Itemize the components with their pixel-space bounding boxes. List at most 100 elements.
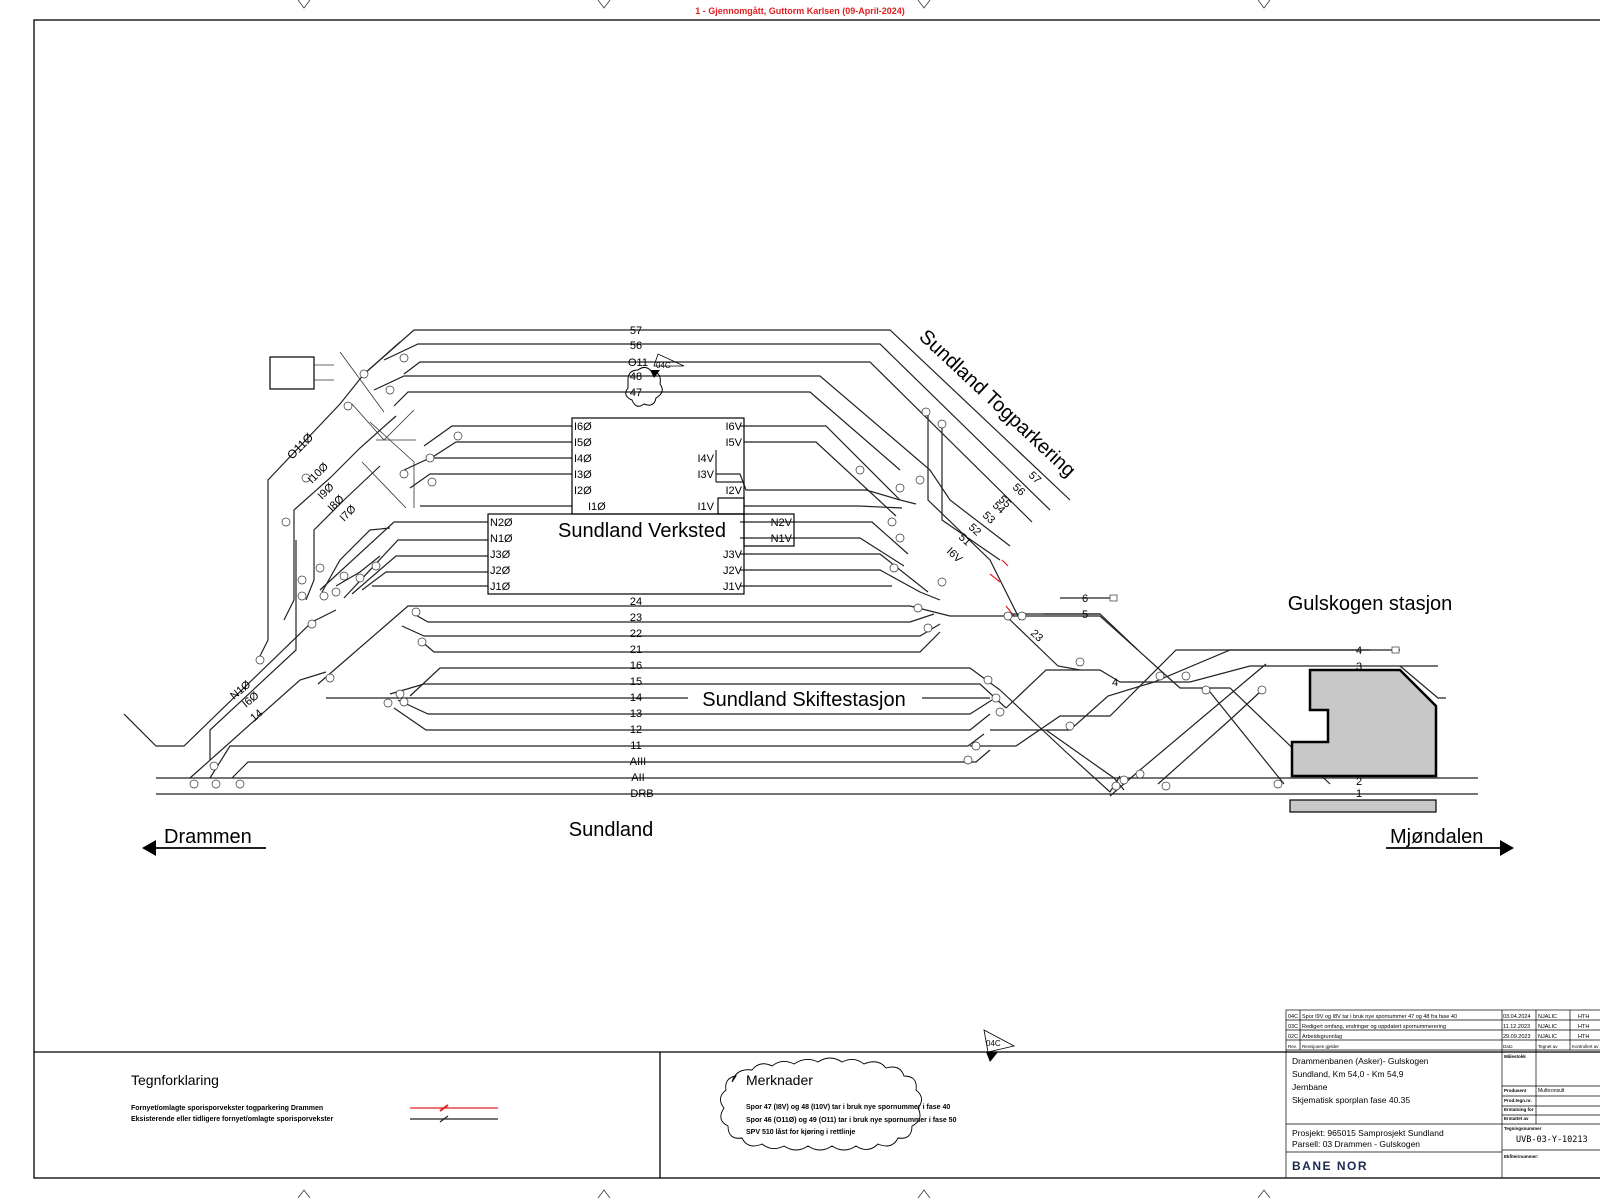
track-label: 47 — [630, 387, 642, 399]
parking-label: I6V — [944, 545, 965, 565]
track-label: 48 — [630, 371, 642, 383]
left-lead-tracks — [209, 341, 416, 760]
title-block: 04C Spor I9V og I8V tar i bruk nye sporn… — [1285, 1009, 1600, 1179]
track-label: 13 — [630, 708, 642, 720]
rev-text: Redigert omfang, endringer og oppdatert … — [1302, 1024, 1446, 1030]
switch-marker — [411, 607, 421, 617]
switch-marker — [189, 779, 199, 789]
switch-marker — [343, 401, 353, 411]
workshop-label: N2V — [771, 517, 793, 529]
workshop-label: N2Ø — [490, 517, 513, 529]
switch-marker — [1257, 685, 1267, 695]
rev-date: 29.09.2023 — [1503, 1034, 1531, 1040]
switch-marker — [983, 675, 993, 685]
switch-marker — [235, 779, 245, 789]
tb-field-label: Erstattet av — [1504, 1116, 1529, 1121]
switch-marker — [923, 623, 933, 633]
gulskogen-track-label: 1 — [1356, 788, 1362, 800]
workshop-label: J3Ø — [490, 549, 511, 561]
rev-code: 03C — [1288, 1024, 1298, 1030]
switch-marker — [297, 591, 307, 601]
workshop-label: I1V — [697, 501, 714, 513]
switch-marker — [889, 563, 899, 573]
description-line: Jernbane — [1292, 1082, 1328, 1092]
workshop-label: J1Ø — [490, 581, 511, 593]
rev-header: Dato — [1503, 1044, 1513, 1049]
switch-marker — [399, 353, 409, 363]
description-line: Drammenbanen (Asker)- Gulskogen — [1292, 1056, 1429, 1066]
branch-label: 14 — [248, 707, 265, 724]
tb-field-label: Produsent — [1504, 1088, 1527, 1093]
switch-marker — [1119, 775, 1129, 785]
switch-marker — [371, 561, 381, 571]
switch-marker — [255, 655, 265, 665]
rev-date: 11.12.2023 — [1503, 1024, 1530, 1030]
rev-header: Tegnet av — [1538, 1044, 1558, 1049]
switch-marker — [209, 761, 219, 771]
track-labels: 57 56 O11 48 47 24 23 22 21 16 15 14 13 … — [228, 325, 1362, 800]
workshop-label: I2V — [725, 485, 742, 497]
workshop-label: I1Ø — [588, 501, 606, 513]
switch-marker — [1181, 671, 1191, 681]
revision-triangle-icon — [650, 370, 660, 378]
workshop-label: J3V — [723, 549, 743, 561]
switch-marker — [1111, 781, 1121, 791]
switch-marker — [1155, 671, 1165, 681]
workshop-label: I2Ø — [574, 485, 592, 497]
switch-marker — [359, 369, 369, 379]
workshop-label: N1V — [771, 533, 793, 545]
switch-markers — [189, 353, 1283, 791]
description-line: Sundland, Km 54,0 - Km 54,9 — [1292, 1069, 1404, 1079]
sheet-frame — [33, 0, 1600, 1198]
switch-marker — [1135, 769, 1145, 779]
revision-tag: 04C — [986, 1039, 1001, 1048]
switch-marker — [1003, 611, 1013, 621]
switch-marker — [325, 673, 335, 683]
revision-triangle-icon — [986, 1052, 998, 1062]
switch-marker — [913, 603, 923, 613]
switch-marker — [1161, 781, 1171, 791]
tb-produsent: Multiconsult — [1538, 1088, 1565, 1094]
tb-field-label: Ekfiteirnummer: — [1504, 1154, 1539, 1159]
switch-marker — [425, 453, 435, 463]
direction-drammen: Drammen — [142, 826, 266, 856]
area-label-skiftestasjon: Sundland Skiftestasjon — [702, 689, 905, 711]
rev-by: NJALIC — [1538, 1034, 1557, 1040]
switch-marker — [937, 577, 947, 587]
rev-chk: HTH — [1578, 1024, 1589, 1030]
remarks: 04C Merknader Spor 47 (I8V) og 48 (I10V)… — [720, 1029, 1016, 1151]
rev-header: Rev. — [1288, 1044, 1297, 1049]
project-line: Parsell: 03 Drammen - Gulskogen — [1292, 1139, 1420, 1149]
remarks-title: Merknader — [746, 1072, 813, 1088]
track-label: 14 — [630, 692, 642, 704]
track-label: AII — [631, 772, 644, 784]
switch-marker — [301, 473, 311, 483]
track-label: 57 — [630, 325, 642, 337]
track-label: AIII — [630, 756, 647, 768]
workshop-label: I3V — [697, 469, 714, 481]
switch-marker — [921, 407, 931, 417]
area-label-gulskogen: Gulskogen stasjon — [1288, 593, 1453, 615]
switch-marker — [963, 755, 973, 765]
switch-marker — [211, 779, 221, 789]
description-line: Skjematisk sporplan fase 40.35 — [1292, 1095, 1410, 1105]
workshop-label: I5V — [725, 437, 742, 449]
workshop-label: I6V — [725, 421, 742, 433]
switch-marker — [855, 465, 865, 475]
tb-field-label: Målestokk — [1504, 1053, 1526, 1059]
switch-marker — [383, 698, 393, 708]
gulskogen-track-label: 6 — [1082, 593, 1088, 605]
track-label-23: 23 — [1028, 627, 1045, 644]
track-label: 11 — [630, 740, 641, 752]
track-label: 22 — [630, 628, 642, 640]
drawing-number: UVB-03-Y-10213 — [1516, 1135, 1588, 1145]
workshop-tracks — [319, 425, 941, 601]
rev-code: 04C — [1288, 1014, 1298, 1020]
gulskogen-track-label: 5 — [1082, 609, 1088, 621]
workshop-label: I4Ø — [574, 453, 592, 465]
switch-marker — [399, 469, 409, 479]
track-label: DRB — [630, 788, 653, 800]
switch-marker — [895, 483, 905, 493]
remarks-line: Spor 47 (I8V) og 48 (I10V) tar i bruk ny… — [746, 1104, 950, 1111]
